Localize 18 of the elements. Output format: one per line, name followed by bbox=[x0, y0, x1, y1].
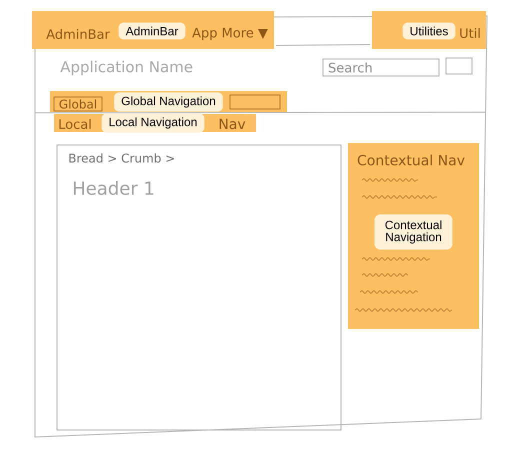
callout-label: Contextual Navigation bbox=[374, 214, 452, 250]
sketch-text: Nav bbox=[220, 118, 246, 130]
nav-tab bbox=[230, 94, 280, 110]
page-heading: Header 1 bbox=[74, 181, 154, 195]
callout-label: Local Navigation bbox=[102, 113, 204, 133]
sketch-text: Util bbox=[460, 28, 480, 38]
sketch-text: Local bbox=[59, 118, 91, 130]
search-button bbox=[446, 58, 472, 74]
callout-label: Utilities bbox=[402, 22, 456, 40]
app-title: Application Name bbox=[60, 60, 192, 76]
breadcrumb: Bread > Crumb > bbox=[69, 153, 174, 163]
sketch-text: App More ▼ bbox=[192, 28, 268, 40]
nav-tab: Global bbox=[54, 96, 102, 112]
search-field: Search bbox=[322, 58, 440, 76]
callout-label: Global Navigation bbox=[114, 92, 223, 112]
sketch-text: AdminBar bbox=[46, 28, 110, 40]
callout-label: AdminBar bbox=[118, 22, 186, 40]
sketch-text: Contextual Nav bbox=[358, 154, 465, 166]
